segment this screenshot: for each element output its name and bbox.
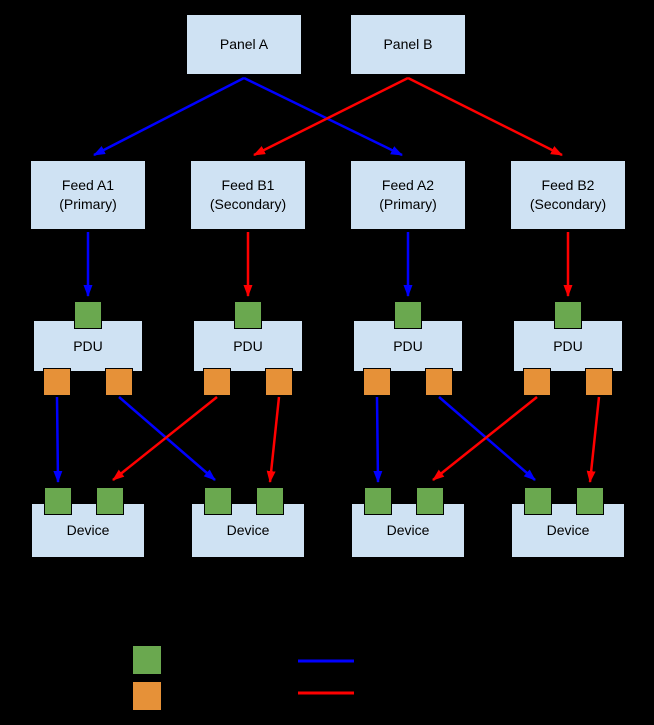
pdu-1-label: PDU — [73, 337, 103, 354]
arrow-pdu-3-to-device-3 — [373, 396, 383, 483]
device-1-input-port-left — [44, 487, 72, 515]
feed-a1-role: (Primary) — [59, 196, 117, 212]
panel-a-label: Panel A — [219, 36, 269, 53]
panel-b-label: Panel B — [383, 36, 433, 53]
feed-a2-role: (Primary) — [379, 196, 437, 212]
feed-b1-role: (Secondary) — [209, 196, 287, 212]
arrow-pdu-4-to-device-3 — [432, 396, 538, 481]
device-3-label: Device — [386, 522, 430, 539]
legend-output-port-swatch — [132, 681, 162, 711]
pdu-1-output-port-left — [43, 368, 71, 396]
arrow-pdu-2-to-device-1 — [112, 396, 218, 481]
feed-a1-name: Feed A1 — [61, 177, 115, 194]
device-3-input-port-left — [364, 487, 392, 515]
device-2-input-port-left — [204, 487, 232, 515]
pdu-2-output-port-right — [265, 368, 293, 396]
arrow-pdu-2-to-device-2 — [266, 396, 281, 483]
device-1-label: Device — [66, 522, 110, 539]
feed-b2-node: Feed B2 (Secondary) — [510, 160, 626, 230]
device-4-input-port-right — [576, 487, 604, 515]
pdu-1-node: PDU — [33, 320, 143, 372]
feed-b1-node: Feed B1 (Secondary) — [190, 160, 306, 230]
pdu-1-output-port-right — [105, 368, 133, 396]
feed-a1-node: Feed A1 (Primary) — [30, 160, 146, 230]
pdu-2-input-port — [234, 301, 262, 329]
arrow-panel-b-to-feed-b1 — [253, 76, 409, 157]
device-1-input-port-right — [96, 487, 124, 515]
feed-b2-name: Feed B2 — [541, 177, 595, 194]
pdu-4-input-port — [554, 301, 582, 329]
pdu-4-output-port-right — [585, 368, 613, 396]
pdu-1-input-port — [74, 301, 102, 329]
device-4-input-port-left — [524, 487, 552, 515]
arrow-pdu-4-to-device-4 — [586, 396, 601, 483]
device-4-label: Device — [546, 522, 590, 539]
pdu-3-label: PDU — [393, 337, 423, 354]
arrow-pdu-1-to-device-1 — [53, 396, 63, 483]
legend-input-port-swatch — [132, 645, 162, 675]
device-2-label: Device — [226, 522, 270, 539]
pdu-3-input-port — [394, 301, 422, 329]
panel-a-node: Panel A — [186, 14, 302, 75]
feed-b2-role: (Secondary) — [529, 196, 607, 212]
feed-a2-name: Feed A2 — [381, 177, 435, 194]
pdu-3-output-port-left — [363, 368, 391, 396]
arrow-panel-a-to-feed-a2 — [243, 76, 403, 157]
device-3-input-port-right — [416, 487, 444, 515]
pdu-4-label: PDU — [553, 337, 583, 354]
panel-b-node: Panel B — [350, 14, 466, 75]
feed-a2-node: Feed A2 (Primary) — [350, 160, 466, 230]
device-2-input-port-right — [256, 487, 284, 515]
pdu-2-output-port-left — [203, 368, 231, 396]
feed-b1-name: Feed B1 — [221, 177, 275, 194]
pdu-3-output-port-right — [425, 368, 453, 396]
pdu-4-output-port-left — [523, 368, 551, 396]
arrow-panel-a-to-feed-a1 — [93, 76, 245, 157]
pdu-2-label: PDU — [233, 337, 263, 354]
arrow-panel-b-to-feed-b2 — [407, 76, 563, 157]
